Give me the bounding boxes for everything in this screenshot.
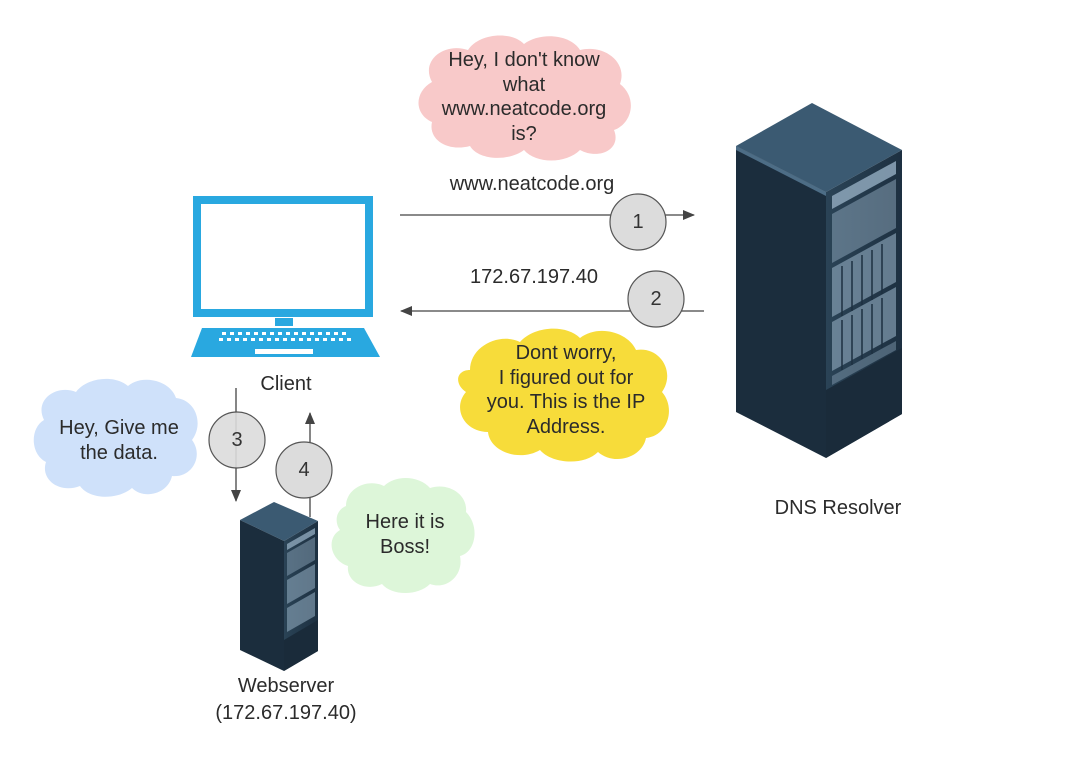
reply-bubble-text: Dont worry, I figured out for you. This …: [486, 342, 646, 438]
laptop-icon: [191, 196, 380, 357]
step-1-number: 1: [632, 211, 644, 233]
step-2-circle: [627, 270, 685, 328]
edge-1-label: www.neatcode.org: [449, 173, 615, 195]
response-bubble: [331, 477, 475, 593]
request-bubble-shape: [33, 378, 198, 497]
step-1-circle: [609, 193, 667, 251]
webserver-label: Webserver: [237, 675, 335, 697]
reply-bubble-shape: [458, 328, 669, 462]
edge-2-label: 172.67.197.40: [470, 266, 598, 288]
client-label: Client: [260, 373, 312, 395]
dns-server-icon: [736, 103, 902, 458]
reply-bubble: [458, 328, 669, 462]
query-bubble-shape: [418, 35, 631, 161]
response-bubble-text: Here it is Boss!: [365, 511, 445, 558]
dns-resolver-label: DNS Resolver: [774, 497, 902, 519]
step-4-circle: [275, 441, 333, 499]
step-2-number: 2: [650, 288, 662, 310]
query-bubble-text: Hey, I don't know what www.neatcode.org …: [441, 49, 607, 145]
request-bubble: [33, 378, 198, 497]
step-4-number: 4: [298, 459, 310, 481]
step-3-number: 3: [231, 429, 243, 451]
request-bubble-text: Hey, Give me the data.: [59, 417, 179, 464]
query-bubble: [418, 35, 631, 161]
webserver-ip-label: (172.67.197.40): [215, 702, 357, 724]
response-bubble-shape: [331, 477, 475, 593]
webserver-icon: [240, 502, 318, 671]
step-3-circle: [208, 411, 266, 469]
